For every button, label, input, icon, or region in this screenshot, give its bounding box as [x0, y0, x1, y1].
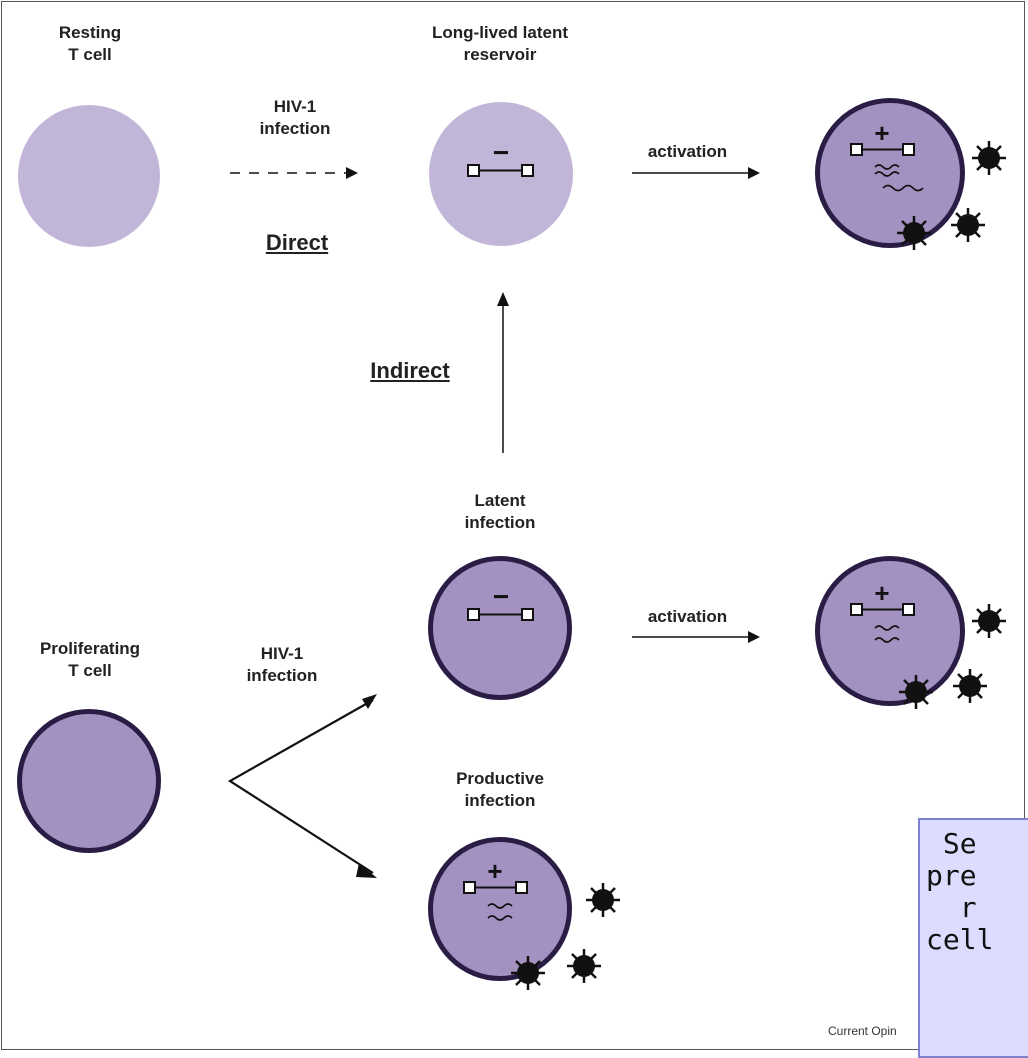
svg-text:+: +	[487, 856, 502, 886]
hiv1-infection-label-bottom: HIV-1 infection	[246, 644, 318, 685]
hiv1-infection-label-top: HIV-1 infection	[259, 97, 331, 138]
virion-icon	[972, 141, 1006, 175]
latent-infection-label: Latent infection	[464, 491, 536, 532]
indirect-label: Indirect	[370, 358, 450, 383]
latent-provirus-minus-icon: −	[467, 581, 534, 621]
latent-reservoir-cell	[429, 102, 573, 246]
latent-infected-cell	[428, 556, 572, 700]
activation-label-top: activation	[647, 142, 728, 161]
branch-arrows	[227, 694, 377, 878]
svg-text:+: +	[874, 578, 889, 608]
source-credit: Current Opin	[828, 1024, 897, 1038]
virion-icon	[567, 949, 601, 983]
activation-label-middle: activation	[647, 607, 728, 626]
productive-infected-cell	[428, 837, 572, 981]
activation-arrow-top	[632, 167, 760, 179]
provirus-plus-icon-bottom: +	[463, 856, 528, 921]
svg-text:−: −	[493, 137, 509, 168]
virion-icon	[511, 956, 545, 990]
resting-t-cell	[18, 105, 160, 247]
provirus-plus-icon-middle: +	[850, 578, 915, 643]
activation-arrow-middle	[632, 631, 760, 643]
virion-icon	[586, 883, 620, 917]
activated-cell-middle	[815, 556, 965, 706]
virion-icon	[897, 216, 931, 250]
dashed-arrow-direct	[230, 167, 358, 179]
provirus-plus-icon-top: +	[850, 118, 924, 192]
overlay-note-box: Se pre r cell	[918, 818, 1028, 1058]
virion-icon	[899, 675, 933, 709]
activated-cell-top	[815, 98, 965, 248]
virion-icon	[951, 208, 985, 242]
direct-label: Direct	[265, 230, 329, 255]
proliferating-t-cell-label: Proliferating T cell	[39, 639, 141, 680]
indirect-arrow	[497, 292, 509, 453]
virion-icon	[953, 669, 987, 703]
long-lived-latent-reservoir-label: Long-lived latent reservoir	[432, 23, 568, 64]
svg-text:−: −	[493, 581, 509, 612]
proliferating-t-cell	[17, 709, 161, 853]
latent-provirus-minus-icon: −	[467, 137, 534, 177]
resting-t-cell-label: Resting T cell	[58, 23, 122, 64]
productive-infection-label: Productive infection	[456, 769, 544, 810]
svg-text:+: +	[874, 118, 889, 148]
virion-icon	[972, 604, 1006, 638]
